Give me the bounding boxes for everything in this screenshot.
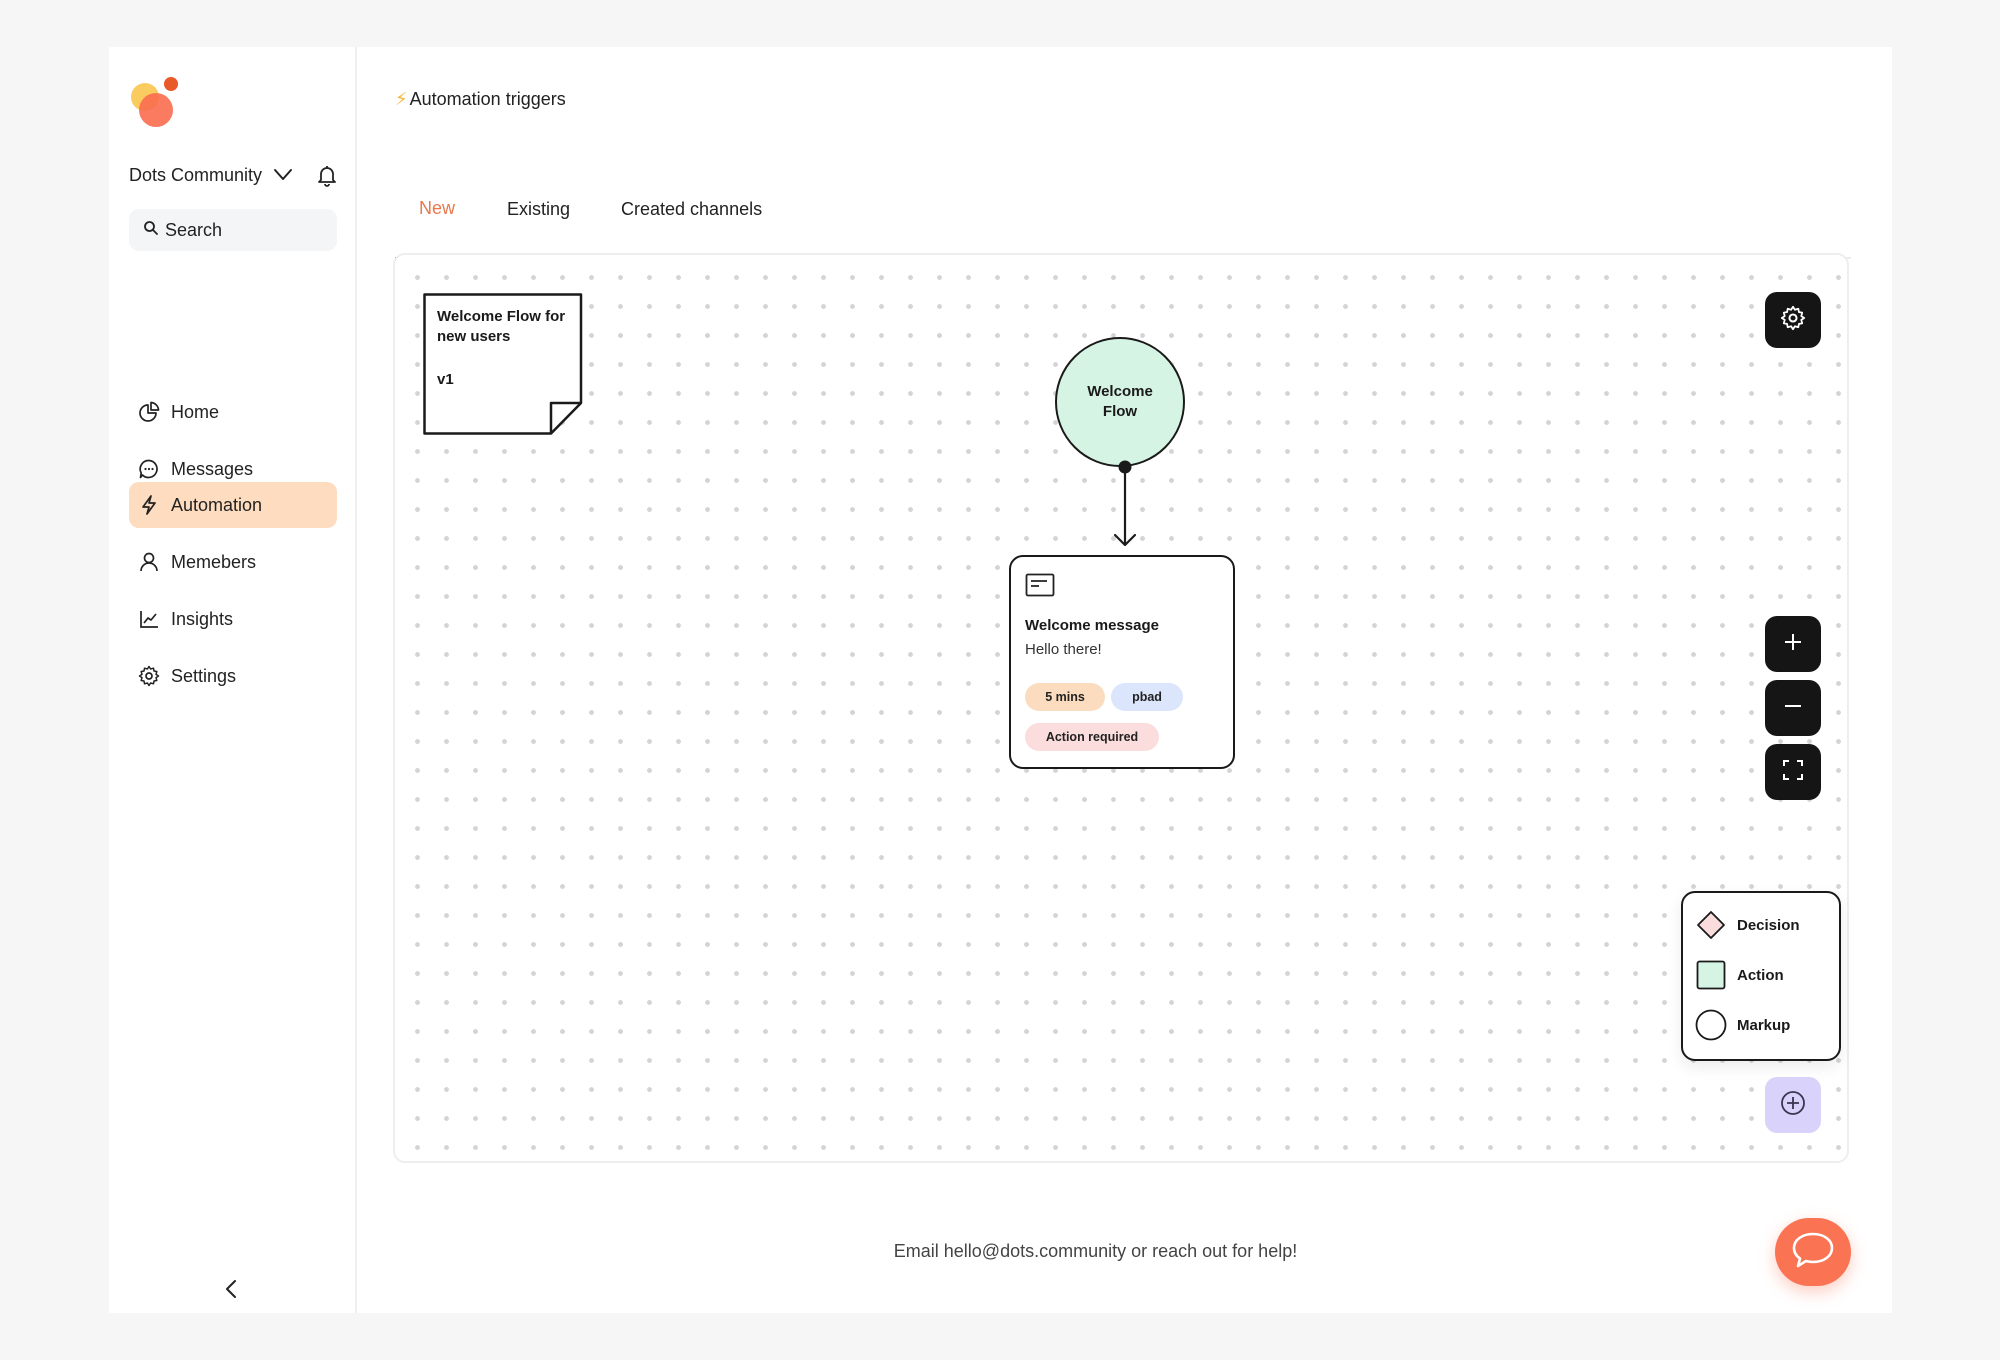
node-legend: Decision Action Markup	[1681, 891, 1841, 1061]
lightning-icon	[137, 493, 161, 517]
chat-bubble-icon	[137, 457, 161, 481]
fullscreen-icon	[1782, 759, 1804, 786]
sticky-note[interactable]: Welcome Flow for new users v1	[423, 293, 583, 435]
line-chart-icon	[137, 607, 161, 631]
chat-support-button[interactable]	[1775, 1218, 1851, 1286]
sidebar-item-messages[interactable]: Messages	[129, 446, 337, 492]
dots-logo[interactable]	[129, 75, 185, 131]
page-title: ⚡ Automation triggers	[395, 89, 566, 110]
legend-item-decision[interactable]: Decision	[1695, 909, 1800, 941]
tab-created-channels[interactable]: Created channels	[621, 198, 763, 219]
sidebar-item-home[interactable]: Home	[129, 389, 337, 435]
message-node-title: Welcome message	[1025, 617, 1159, 634]
person-icon	[137, 550, 161, 574]
sidebar-item-label: Home	[171, 401, 220, 422]
legend-label: Decision	[1737, 916, 1800, 934]
note-version: v1	[437, 371, 454, 388]
flow-canvas[interactable]: Welcome Flow for new users v1 Welcome Fl…	[393, 253, 1849, 1163]
sidebar-item-label: Settings	[171, 665, 237, 686]
tab-new[interactable]: New	[395, 159, 480, 260]
status-badge: Action required	[1025, 723, 1159, 751]
bell-icon[interactable]	[315, 163, 339, 187]
help-text: Email hello@dots.community or reach out …	[893, 1241, 1298, 1261]
zoom-in-button[interactable]	[1765, 616, 1821, 672]
plus-circle-icon	[1779, 1089, 1807, 1122]
sidebar-item-automation[interactable]: Automation	[129, 482, 337, 528]
search-icon	[143, 220, 159, 241]
message-icon	[1025, 573, 1055, 597]
legend-label: Action	[1737, 966, 1784, 984]
diamond-icon	[1695, 909, 1727, 941]
square-icon	[1695, 959, 1727, 991]
gear-icon	[1780, 305, 1806, 336]
sidebar-item-label: Memebers	[171, 551, 257, 572]
start-node[interactable]: Welcome Flow	[1055, 337, 1185, 467]
community-switcher[interactable]: Dots Community	[129, 159, 339, 191]
tab-existing[interactable]: Existing	[507, 198, 571, 219]
message-node-body: Hello there!	[1025, 641, 1102, 658]
sidebar: Dots Community Home	[109, 47, 357, 1313]
legend-label: Markup	[1737, 1016, 1791, 1034]
minus-icon	[1783, 696, 1803, 721]
legend-item-markup[interactable]: Markup	[1695, 1009, 1790, 1041]
community-name: Dots Community	[129, 164, 263, 185]
app-window: Dots Community Home	[109, 47, 1892, 1313]
chat-bubble-icon	[1791, 1230, 1835, 1275]
chevron-down-icon[interactable]	[272, 164, 294, 186]
tab-bar: New Existing Created channels	[395, 159, 1851, 260]
pie-chart-icon	[137, 400, 161, 424]
sidebar-item-settings[interactable]: Settings	[129, 653, 337, 699]
start-node-label: Welcome Flow	[1087, 383, 1153, 420]
sidebar-item-label: Insights	[171, 608, 234, 629]
flow-connector	[1113, 460, 1137, 547]
add-node-button[interactable]	[1765, 1077, 1821, 1133]
search-input[interactable]	[165, 219, 325, 241]
zoom-out-button[interactable]	[1765, 680, 1821, 736]
message-node[interactable]: Welcome message Hello there! 5 mins pbad…	[1009, 555, 1235, 769]
lightning-icon: ⚡	[395, 89, 408, 109]
sidebar-item-members[interactable]: Memebers	[129, 539, 337, 585]
canvas-settings-button[interactable]	[1765, 292, 1821, 348]
note-title: Welcome Flow for new users	[437, 308, 566, 345]
plus-icon	[1783, 632, 1803, 657]
legend-item-action[interactable]: Action	[1695, 959, 1784, 991]
gear-icon	[137, 664, 161, 688]
page-title-text: Automation triggers	[409, 89, 566, 109]
delay-badge: 5 mins	[1025, 683, 1105, 711]
search-box[interactable]	[129, 209, 337, 251]
collapse-sidebar-icon[interactable]	[221, 1277, 241, 1301]
sidebar-item-label: Messages	[171, 458, 254, 479]
sidebar-item-insights[interactable]: Insights	[129, 596, 337, 642]
sidebar-item-label: Automation	[171, 494, 263, 515]
help-footer: Email hello@dots.community or reach out …	[109, 1241, 1892, 1262]
circle-icon	[1695, 1009, 1727, 1041]
fit-view-button[interactable]	[1765, 744, 1821, 800]
user-badge: pbad	[1111, 683, 1183, 711]
